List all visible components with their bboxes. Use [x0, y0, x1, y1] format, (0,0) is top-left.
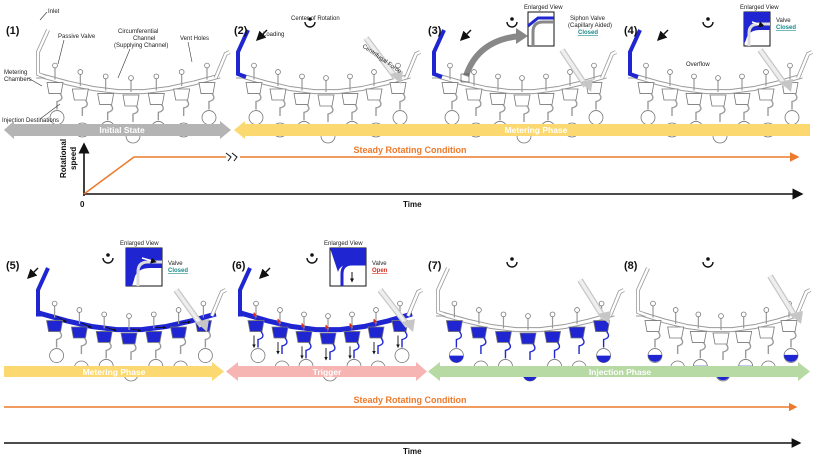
trigger-arrow — [238, 366, 416, 377]
speed-origin: 0 — [80, 200, 85, 209]
phase-metering-bottom: Metering Phase — [83, 367, 146, 377]
chip-6 — [238, 253, 423, 382]
loading-arrow-icon — [259, 267, 271, 279]
loading-arrow-icon — [460, 29, 472, 41]
time-label-bottom: Time — [403, 447, 422, 456]
panel-number-8: (8) — [624, 260, 638, 272]
metering-phase-arrow — [245, 124, 810, 136]
loading-arrow-icon — [256, 29, 268, 41]
p6-valve-state: Open — [372, 268, 388, 274]
speed-ylabel-2: speed — [69, 147, 78, 170]
chip-7 — [436, 257, 625, 382]
label-passive-valve: Passive Valve — [58, 34, 96, 40]
rotation-center-icon — [306, 257, 318, 264]
panel-number-7: (7) — [428, 260, 442, 272]
rotation-center-icon — [702, 261, 714, 268]
label-overflow: Overflow — [686, 62, 710, 68]
label-loading: Loading — [263, 32, 284, 38]
p3-enlarged-view: Enlarged View — [524, 5, 563, 11]
rotation-center-icon — [102, 257, 114, 264]
rotation-center-icon — [506, 21, 518, 28]
injection-phase-arrow — [440, 366, 798, 377]
rotation-center-icon — [702, 21, 714, 28]
rotation-center-icon — [506, 261, 518, 268]
metering-phase-bottom-arrow — [4, 366, 212, 377]
initial-state-arrow — [14, 124, 220, 136]
label-vent-holes: Vent Holes — [180, 36, 209, 42]
rotation-center-icon — [304, 21, 316, 28]
panel-number-6: (6) — [232, 260, 246, 272]
panel-number-2: (2) — [234, 25, 248, 37]
phase-injection: Injection Phase — [589, 367, 652, 377]
label-injection-destinations: Injection Destinations — [2, 118, 59, 124]
p6-enlarged-view: Enlarged View — [324, 241, 363, 247]
phase-trigger: Trigger — [313, 367, 343, 377]
panel-number-4: (4) — [624, 25, 638, 37]
loading-arrow-icon — [657, 29, 669, 41]
p5-valve-state: Closed — [168, 268, 188, 274]
label-metering-2: Chambers — [4, 77, 32, 83]
phase-metering-top: Metering Phase — [505, 125, 568, 135]
speed-ylabel-1: Rotational — [59, 139, 68, 178]
p4-valve: Valve — [776, 18, 791, 24]
label-inlet: Inlet — [48, 9, 60, 15]
chip-3 — [432, 17, 617, 144]
p3-valve-state: Closed — [578, 30, 598, 36]
panel-number-5: (5) — [6, 260, 20, 272]
speed-ramp-line — [83, 156, 226, 195]
p3-siphon-2: (Capillary Aided) — [568, 23, 612, 29]
p6-valve: Valve — [372, 261, 387, 267]
label-centrifugal-force: Centrifugal Force — [361, 44, 403, 76]
label-channel-2: Channel — [133, 36, 155, 42]
panel-number-1: (1) — [6, 25, 20, 37]
p5-valve: Valve — [168, 261, 183, 267]
label-metering-1: Metering — [4, 70, 27, 76]
label-channel-3: (Supplying Channel) — [114, 43, 168, 49]
p3-siphon-1: Siphon Valve — [570, 16, 606, 22]
p4-valve-state: Closed — [776, 25, 796, 31]
chip-8 — [636, 257, 812, 382]
steady-label-top: Steady Rotating Condition — [354, 145, 467, 155]
steady-label-bottom: Steady Rotating Condition — [354, 395, 467, 405]
speed-xlabel: Time — [403, 200, 422, 209]
panel-number-3: (3) — [428, 25, 442, 37]
axis-break-icon — [225, 152, 238, 162]
phase-initial-state: Initial State — [99, 125, 145, 135]
zoom-arrow-icon — [463, 33, 521, 78]
p5-enlarged-view: Enlarged View — [120, 241, 159, 247]
loading-arrow-icon — [27, 267, 39, 279]
p4-enlarged-view: Enlarged View — [740, 5, 779, 11]
label-center-of-rotation: Center of Rotation — [291, 16, 340, 22]
label-channel-1: Circumferential — [118, 29, 158, 35]
